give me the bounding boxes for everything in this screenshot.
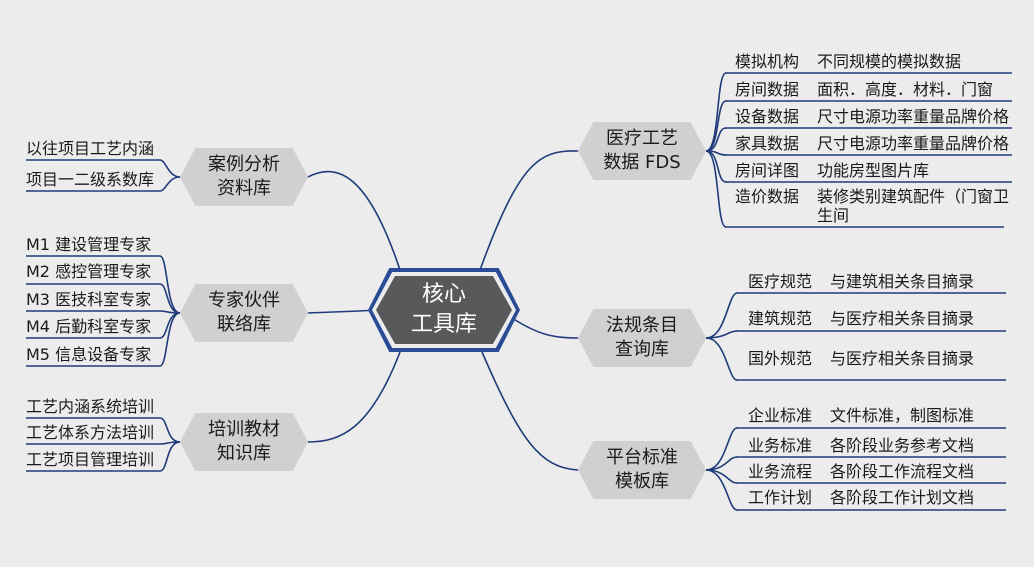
leaf-value[interactable]: 各阶段业务参考文档 <box>830 436 975 455</box>
core-title: 核心 工具库 <box>410 282 477 337</box>
node-label: 法规条目 查询库 <box>606 315 678 360</box>
leaf-label[interactable]: 工艺体系方法培训 <box>26 423 155 442</box>
leaf-branch <box>159 312 181 367</box>
link-center-regulation <box>511 317 579 339</box>
node-label: 专家伙伴 联络库 <box>208 290 280 335</box>
link-center-training <box>307 351 401 443</box>
leaf-value[interactable]: 功能房型图片库 <box>817 161 930 180</box>
node-label: 案例分析 资料库 <box>208 154 280 199</box>
leaf-key: 工作计划 <box>748 488 813 507</box>
link-center-fds <box>479 150 579 271</box>
leaf-branch <box>705 337 738 381</box>
node-regulation-library[interactable]: 法规条目 查询库 <box>578 309 706 367</box>
leaf-branch <box>705 150 727 228</box>
link-center-template <box>481 351 579 471</box>
leaf-label[interactable]: M5 信息设备专家 <box>26 345 152 364</box>
leaf-label[interactable]: 项目一二级系数库 <box>26 170 155 189</box>
leaf-label[interactable]: 工艺内涵系统培训 <box>26 397 155 416</box>
node-training-library[interactable]: 培训教材 知识库 <box>180 413 308 471</box>
leaf-branch <box>705 427 738 471</box>
node-label: 平台标准 模板库 <box>606 447 678 492</box>
leaf-key: 房间数据 <box>735 80 800 99</box>
node-label: 培训教材 知识库 <box>208 419 280 464</box>
leaf-key: 国外规范 <box>748 349 813 368</box>
leaf-value[interactable]: 与医疗相关条目摘录 <box>830 349 975 368</box>
leaf-value[interactable]: 与建筑相关条目摘录 <box>830 272 975 291</box>
leaf-key: 业务流程 <box>748 462 813 481</box>
core-node[interactable]: 核心 工具库 <box>376 276 512 344</box>
leaf-branch <box>159 176 181 192</box>
leaf-label[interactable]: 工艺项目管理培训 <box>26 450 155 469</box>
leaf-value[interactable]: 尺寸电源功率重量品牌价格 <box>817 134 1010 153</box>
leaf-value[interactable]: 各阶段工作流程文档 <box>830 462 975 481</box>
leaf-value[interactable]: 面积．高度．材料．门窗 <box>817 80 994 99</box>
leaf-key: 建筑规范 <box>748 309 813 328</box>
leaf-label[interactable]: M4 后勤科室专家 <box>26 317 152 336</box>
leaf-key: 设备数据 <box>735 107 800 126</box>
node-expert-library[interactable]: 专家伙伴 联络库 <box>180 284 308 342</box>
leaf-branch <box>705 100 727 152</box>
leaf-label[interactable]: 以往项目工艺内涵 <box>26 139 155 158</box>
leaf-branch <box>159 159 181 178</box>
leaf-label[interactable]: M3 医技科室专家 <box>26 290 152 309</box>
leaf-key: 造价数据 <box>735 187 800 206</box>
leaf-key: 模拟机构 <box>735 52 800 71</box>
node-fds-data[interactable]: 医疗工艺 数据 FDS <box>578 122 706 180</box>
node-case-library[interactable]: 案例分析 资料库 <box>180 148 308 206</box>
leaf-branch <box>159 255 181 314</box>
leaf-value[interactable]: 各阶段工作计划文档 <box>830 488 975 507</box>
leaf-branch <box>705 292 738 339</box>
leaf-key: 业务标准 <box>748 436 813 455</box>
leaf-label[interactable]: M2 感控管理专家 <box>26 262 152 281</box>
leaf-branch <box>705 72 727 152</box>
leaf-label[interactable]: M1 建设管理专家 <box>26 235 152 254</box>
node-template-library[interactable]: 平台标准 模板库 <box>578 441 706 499</box>
node-label: 医疗工艺 数据 FDS <box>603 128 681 173</box>
leaf-branch <box>159 417 181 443</box>
link-center-case <box>307 170 401 271</box>
leaf-value[interactable]: 不同规模的模拟数据 <box>817 52 962 71</box>
leaf-key: 医疗规范 <box>748 272 813 291</box>
leaf-branch <box>159 441 181 472</box>
leaf-branch <box>705 330 738 339</box>
leaf-key: 家具数据 <box>735 134 800 153</box>
leaf-value[interactable]: 尺寸电源功率重量品牌价格 <box>817 107 1010 126</box>
leaf-value[interactable]: 文件标准，制图标准 <box>830 406 975 425</box>
leaf-value[interactable]: 与医疗相关条目摘录 <box>830 309 975 328</box>
leaf-branch <box>705 469 738 511</box>
leaf-key: 房间详图 <box>735 161 800 180</box>
leaf-key: 企业标准 <box>748 406 813 425</box>
leaf-value[interactable]: 装修类别建筑配件（门窗卫生间 <box>817 187 1010 225</box>
